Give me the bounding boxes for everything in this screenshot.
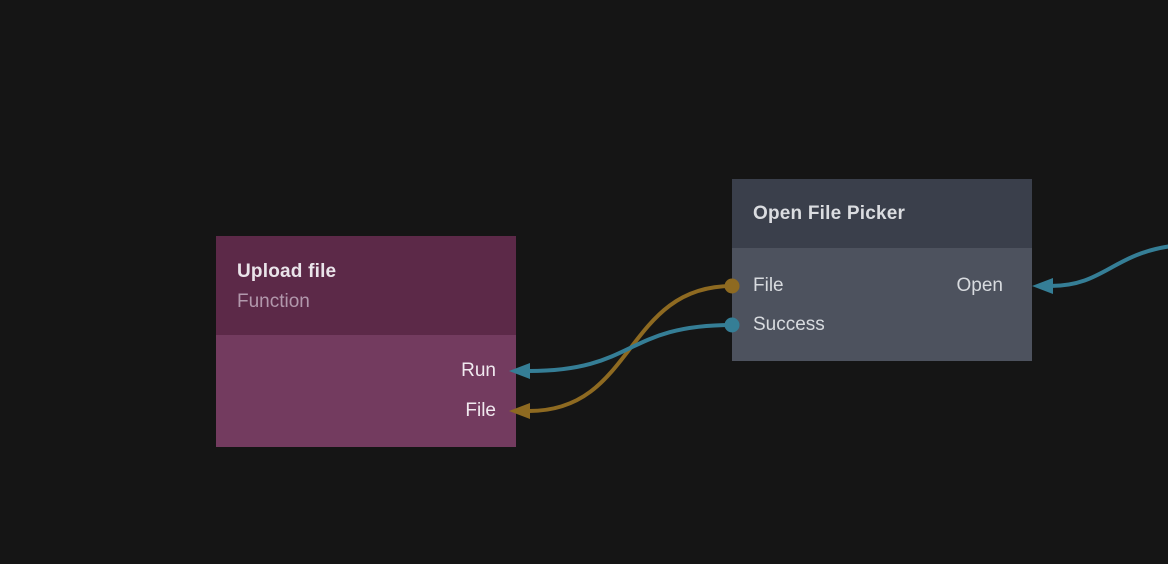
node-upload-file-header[interactable]: Upload file Function [216, 236, 516, 335]
port-label: File [465, 400, 496, 421]
port-open-input[interactable]: Open [957, 273, 1003, 299]
node-subtitle: Function [237, 291, 310, 312]
port-label: Success [753, 314, 825, 335]
node-open-file-picker-body: File Success Open [732, 248, 1032, 361]
port-file-output[interactable]: File [753, 273, 784, 299]
port-file-input[interactable]: File [465, 398, 496, 424]
wire-success-to-run[interactable] [527, 323, 734, 373]
node-title: Upload file [237, 261, 337, 282]
node-upload-file-body: Run File [216, 335, 516, 447]
port-label: Run [461, 360, 496, 381]
node-title: Open File Picker [753, 203, 906, 224]
port-run-input[interactable]: Run [461, 358, 496, 384]
wire-offscreen-to-open[interactable] [1048, 244, 1168, 288]
port-label: Open [956, 275, 1003, 296]
port-label: File [753, 275, 784, 296]
node-open-file-picker[interactable]: Open File Picker File Success Open [732, 179, 1032, 361]
node-upload-file[interactable]: Upload file Function Run File [216, 236, 516, 447]
port-success-output[interactable]: Success [753, 312, 825, 338]
node-open-file-picker-header[interactable]: Open File Picker [732, 179, 1032, 248]
